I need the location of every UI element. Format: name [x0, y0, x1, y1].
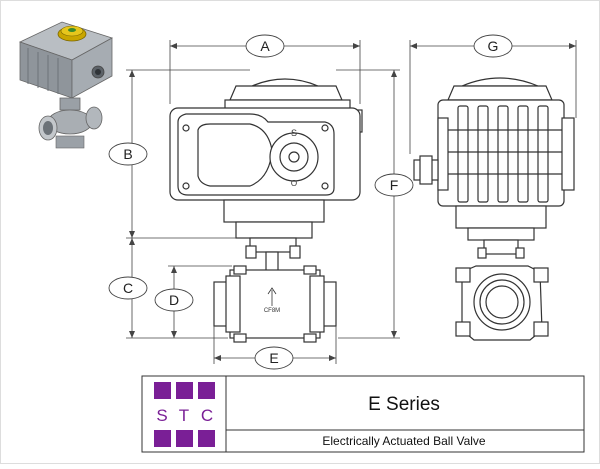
product-description: Electrically Actuated Ball Valve: [322, 434, 486, 448]
indicator-s-label: S: [291, 128, 297, 138]
dim-label-c: C: [123, 280, 133, 296]
stc-logo: S T C: [154, 382, 215, 447]
dimension-bubble-f: F: [374, 173, 414, 197]
isometric-view: [18, 21, 114, 149]
dimension-bubble-d: D: [154, 288, 194, 312]
dim-label-a: A: [260, 38, 270, 54]
indicator-o-label: O: [291, 179, 297, 188]
dimension-bubble-c: C: [108, 276, 148, 300]
logo-letter-t: T: [179, 406, 189, 425]
dimension-bubble-g: G: [473, 34, 513, 58]
dim-label-b: B: [123, 146, 132, 162]
dimension-bubble-a: A: [245, 34, 285, 58]
logo-letter-s: S: [156, 406, 167, 425]
body-material-mark: CF8M: [264, 308, 280, 314]
dimension-arrowheads: [129, 43, 576, 361]
dim-label-f: F: [390, 177, 399, 193]
title-block: S T C E Series Electrically Actuated Bal…: [141, 375, 585, 453]
dim-label-d: D: [169, 292, 179, 308]
logo-letter-c: C: [201, 406, 213, 425]
side-view: [413, 77, 575, 341]
dimension-bubble-b: B: [108, 142, 148, 166]
front-view: [169, 78, 363, 343]
dim-label-e: E: [269, 350, 278, 366]
dim-label-g: G: [488, 38, 499, 54]
dimension-bubble-e: E: [254, 346, 294, 370]
series-title: E Series: [368, 394, 440, 415]
